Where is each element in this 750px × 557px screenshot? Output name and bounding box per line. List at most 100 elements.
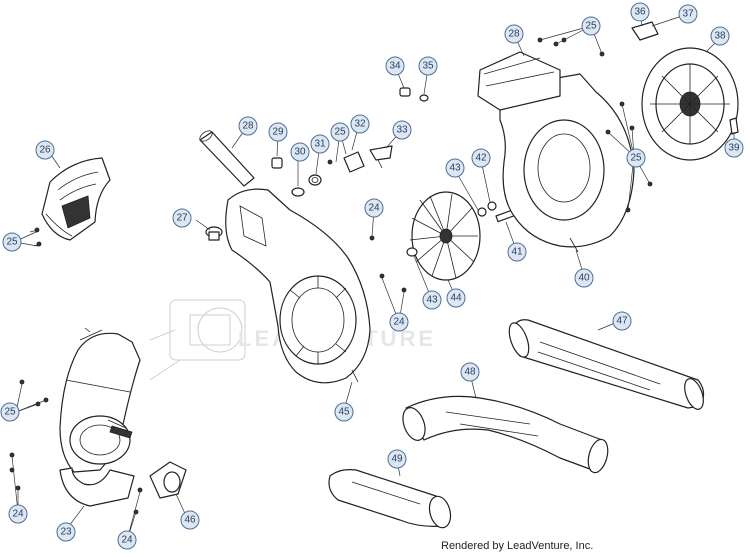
part-33-switch[interactable] (369, 145, 393, 169)
callout-44[interactable]: 44 (446, 288, 466, 308)
part-45-fan-housing[interactable] (225, 188, 371, 384)
svg-text:25: 25 (4, 407, 16, 418)
callout-35[interactable]: 35 (418, 56, 438, 76)
svg-text:23: 23 (60, 527, 72, 538)
svg-text:25: 25 (585, 21, 597, 32)
screws-part-24-25 (9, 37, 653, 515)
svg-text:39: 39 (728, 143, 740, 154)
svg-text:35: 35 (422, 61, 434, 72)
callout-25-c[interactable]: 25 (581, 16, 601, 36)
part-34-clip[interactable] (399, 87, 411, 97)
svg-text:31: 31 (314, 139, 326, 150)
svg-text:40: 40 (578, 273, 590, 284)
part-35-pin[interactable] (419, 94, 429, 102)
svg-text:30: 30 (294, 147, 306, 158)
part-48-curved-tube[interactable] (399, 395, 611, 474)
svg-text:28: 28 (508, 29, 520, 40)
part-44-impeller[interactable] (409, 191, 481, 281)
callout-49[interactable]: 49 (387, 449, 407, 469)
svg-text:46: 46 (184, 515, 196, 526)
callout-33[interactable]: 33 (392, 120, 412, 140)
part-32-block[interactable] (343, 151, 365, 173)
part-23-handle-housing[interactable] (59, 327, 141, 507)
svg-text:38: 38 (714, 31, 726, 42)
callout-41[interactable]: 41 (507, 242, 527, 262)
callout-42[interactable]: 42 (471, 148, 491, 168)
svg-text:25: 25 (6, 237, 18, 248)
callout-29[interactable]: 29 (268, 122, 288, 142)
callout-25-e[interactable]: 25 (0, 402, 20, 422)
part-47-blower-tube[interactable] (505, 319, 707, 412)
leader-lines (11, 11, 735, 541)
callout-30[interactable]: 30 (290, 142, 310, 162)
callout-25-d[interactable]: 25 (626, 148, 646, 168)
svg-text:44: 44 (450, 293, 462, 304)
callout-45[interactable]: 45 (334, 402, 354, 422)
callout-28[interactable]: 28 (238, 116, 258, 136)
part-38-starter-cover[interactable] (641, 47, 739, 161)
callout-34[interactable]: 34 (385, 56, 405, 76)
svg-text:34: 34 (389, 61, 401, 72)
callout-40[interactable]: 40 (574, 268, 594, 288)
callout-24-b[interactable]: 24 (389, 312, 409, 332)
part-49-nozzle[interactable] (328, 469, 454, 530)
svg-text:45: 45 (338, 407, 350, 418)
part-29-clip[interactable] (271, 157, 283, 169)
svg-text:48: 48 (464, 367, 476, 378)
svg-text:27: 27 (176, 213, 188, 224)
callout-24-c[interactable]: 24 (8, 504, 28, 524)
part-36-bracket[interactable] (631, 21, 659, 41)
svg-text:25: 25 (334, 127, 346, 138)
callout-37[interactable]: 37 (678, 4, 698, 24)
part-30-washer[interactable] (291, 187, 305, 197)
part-39-screw[interactable] (729, 117, 739, 135)
svg-text:41: 41 (511, 247, 523, 258)
svg-text:24: 24 (368, 203, 380, 214)
rendered-by-credit: Rendered by LeadVenture, Inc. (441, 540, 594, 552)
svg-text:42: 42 (475, 153, 487, 164)
callout-46[interactable]: 46 (180, 510, 200, 530)
callout-31[interactable]: 31 (310, 134, 330, 154)
callout-26[interactable]: 26 (35, 140, 55, 160)
part-42-washer[interactable] (487, 201, 497, 211)
part-31-bushing[interactable] (308, 174, 322, 186)
callout-48[interactable]: 48 (460, 362, 480, 382)
callout-47[interactable]: 47 (612, 311, 632, 331)
callout-36[interactable]: 36 (630, 2, 650, 22)
callout-39[interactable]: 39 (724, 138, 744, 158)
svg-text:32: 32 (354, 119, 366, 130)
part-27-knob[interactable] (205, 226, 223, 241)
callout-27[interactable]: 27 (172, 208, 192, 228)
svg-text:24: 24 (121, 535, 133, 546)
svg-text:49: 49 (391, 454, 403, 465)
svg-text:47: 47 (616, 316, 628, 327)
svg-text:26: 26 (39, 145, 51, 156)
callout-25-b[interactable]: 25 (330, 122, 350, 142)
svg-text:36: 36 (634, 7, 646, 18)
svg-text:37: 37 (682, 9, 694, 20)
svg-text:33: 33 (396, 125, 408, 136)
svg-text:43: 43 (449, 163, 461, 174)
part-43-washer[interactable] (406, 207, 487, 257)
part-28-tube[interactable] (198, 129, 255, 187)
svg-text:28: 28 (242, 121, 254, 132)
callout-24-d[interactable]: 24 (117, 530, 137, 550)
svg-text:29: 29 (272, 127, 284, 138)
callout-43-b[interactable]: 43 (422, 290, 442, 310)
part-40-volute[interactable] (477, 51, 635, 253)
svg-text:24: 24 (393, 317, 405, 328)
svg-text:25: 25 (630, 153, 642, 164)
callout-28-b[interactable]: 28 (504, 24, 524, 44)
part-26-shroud[interactable] (41, 157, 111, 241)
callout-38[interactable]: 38 (710, 26, 730, 46)
callout-25[interactable]: 25 (2, 232, 22, 252)
svg-text:43: 43 (426, 295, 438, 306)
callout-23[interactable]: 23 (56, 522, 76, 542)
svg-text:24: 24 (12, 509, 24, 520)
callout-32[interactable]: 32 (350, 114, 370, 134)
part-46-trigger[interactable] (149, 461, 187, 499)
callout-43[interactable]: 43 (445, 158, 465, 178)
callout-24[interactable]: 24 (364, 198, 384, 218)
